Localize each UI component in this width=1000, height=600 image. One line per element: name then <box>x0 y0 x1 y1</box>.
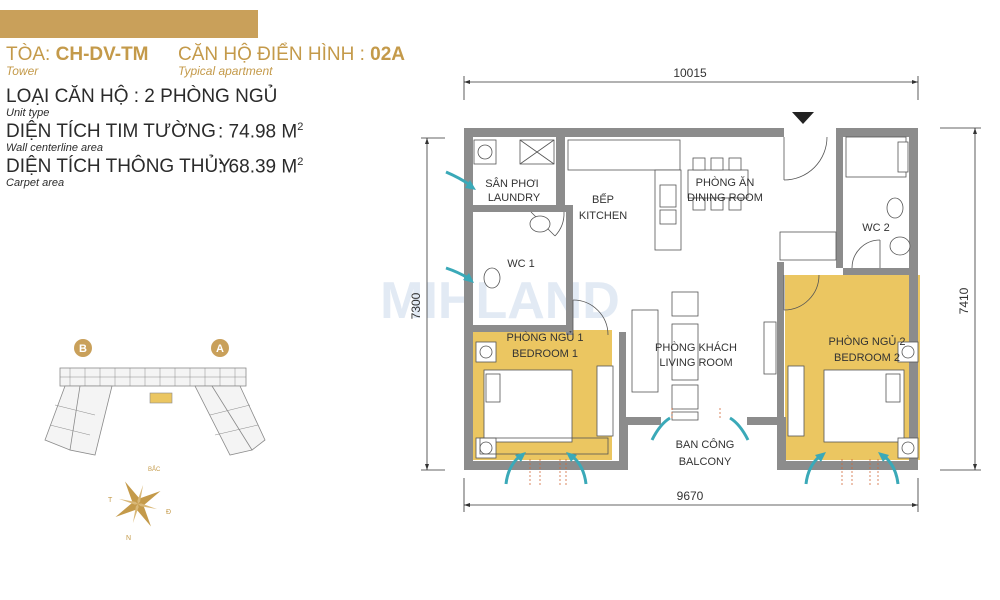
key-plan-marker-b-label: B <box>79 343 87 355</box>
dimension-bottom: 9670 <box>677 489 704 503</box>
dining-table <box>687 157 749 211</box>
carpet-area-subtitle: Carpet area <box>6 177 65 189</box>
dimension-ticks <box>425 80 977 507</box>
compass-rose: BẮC T Đ N <box>108 465 171 542</box>
typical-apartment-heading: CĂN HỘ ĐIỂN HÌNH : 02A <box>178 44 405 66</box>
wall-area-row: DIỆN TÍCH TIM TƯỜNG : 74.98 M2 <box>6 121 336 143</box>
ventilation-arrowheads <box>463 180 889 462</box>
tower-subtitle: Tower <box>6 64 39 78</box>
carpet-area-value-wrap: : 68.39 M2 <box>218 156 303 178</box>
wall-area-value-wrap: : 74.98 M2 <box>218 121 303 143</box>
balcony-label-en: BALCONY <box>679 456 732 468</box>
walls <box>464 128 918 470</box>
tower-value: CH-DV-TM <box>55 44 149 65</box>
wall-area-unit-sup: 2 <box>297 121 304 133</box>
kitchen-label-en: KITCHEN <box>579 210 627 222</box>
carpet-area-value: : 68.39 M <box>218 156 298 178</box>
laundry-label-en: LAUNDRY <box>488 192 541 204</box>
kitchen-label-vi: BẾP <box>592 193 614 206</box>
living-label-vi: PHÒNG KHÁCH <box>655 341 737 354</box>
wc-1-label: WC 1 <box>507 258 535 270</box>
unit-type-label: LOẠI CĂN HỘ : 2 PHÒNG NGỦ <box>6 86 278 107</box>
room-labels: SÂN PHƠI LAUNDRY BẾP KITCHEN PHÒNG ĂN DI… <box>485 176 905 468</box>
key-plan-marker-b <box>74 339 92 357</box>
bedroom-1-label-vi: PHÒNG NGỦ 1 <box>506 331 583 344</box>
compass-north: BẮC <box>148 465 161 473</box>
compass-east: Đ <box>166 509 171 516</box>
key-plan-grid-lines <box>49 368 259 436</box>
header-accent-bar <box>0 10 258 38</box>
wall-area-label: DIỆN TÍCH TIM TƯỜNG <box>6 121 216 142</box>
unit-type-subtitle: Unit type <box>6 107 50 119</box>
dimension-left: 7300 <box>409 292 423 319</box>
kitchen-counter <box>567 139 682 251</box>
dining-label-en: DINING ROOM <box>687 192 763 204</box>
bedroom-2-furniture <box>787 341 919 459</box>
typical-value: 02A <box>370 44 405 65</box>
key-plan-building <box>44 367 266 456</box>
typical-key: CĂN HỘ ĐIỂN HÌNH : <box>178 44 365 65</box>
wc-fixtures <box>483 197 911 289</box>
key-plan-highlight-unit <box>149 392 173 404</box>
tower-key: TÒA: <box>6 44 51 65</box>
wc-2-label: WC 2 <box>862 222 890 234</box>
airflow-lines <box>529 408 879 485</box>
key-plan: B A <box>44 339 266 456</box>
carpet-area-label: DIỆN TÍCH THÔNG THỦY <box>6 156 231 177</box>
wall-area-subtitle: Wall centerline area <box>6 142 104 154</box>
dimension-right: 7410 <box>957 287 971 314</box>
compass-star <box>115 481 161 527</box>
living-furniture <box>631 291 777 421</box>
bedroom-2-label-vi: PHÒNG NGỦ 2 <box>828 335 905 348</box>
laundry-label-vi: SÂN PHƠI <box>485 177 538 190</box>
carpet-area-row: DIỆN TÍCH THÔNG THỦY : 68.39 M2 <box>6 156 336 178</box>
dimension-lines <box>421 76 981 512</box>
wall-area-value: : 74.98 M <box>218 121 298 143</box>
dimension-top: 10015 <box>673 66 707 80</box>
key-plan-marker-a <box>211 339 229 357</box>
balcony-label-vi: BAN CÔNG <box>676 438 735 451</box>
entrance-marker <box>792 112 814 124</box>
carpet-area-unit-sup: 2 <box>297 156 304 168</box>
key-plan-marker-a-label: A <box>216 343 224 355</box>
tower-heading: TÒA: CH-DV-TM <box>6 44 149 66</box>
compass-south: N <box>126 535 131 542</box>
bedroom-2-label-en: BEDROOM 2 <box>834 352 900 364</box>
living-label-en: LIVING ROOM <box>659 357 732 369</box>
bedroom-1-label-en: BEDROOM 1 <box>512 348 578 360</box>
laundry-fixtures <box>473 136 909 178</box>
compass-west: T <box>108 497 113 504</box>
dining-label-vi: PHÒNG ĂN <box>696 176 755 189</box>
typical-apartment-subtitle: Typical apartment <box>178 64 273 78</box>
bedroom-1-furniture <box>475 341 614 459</box>
